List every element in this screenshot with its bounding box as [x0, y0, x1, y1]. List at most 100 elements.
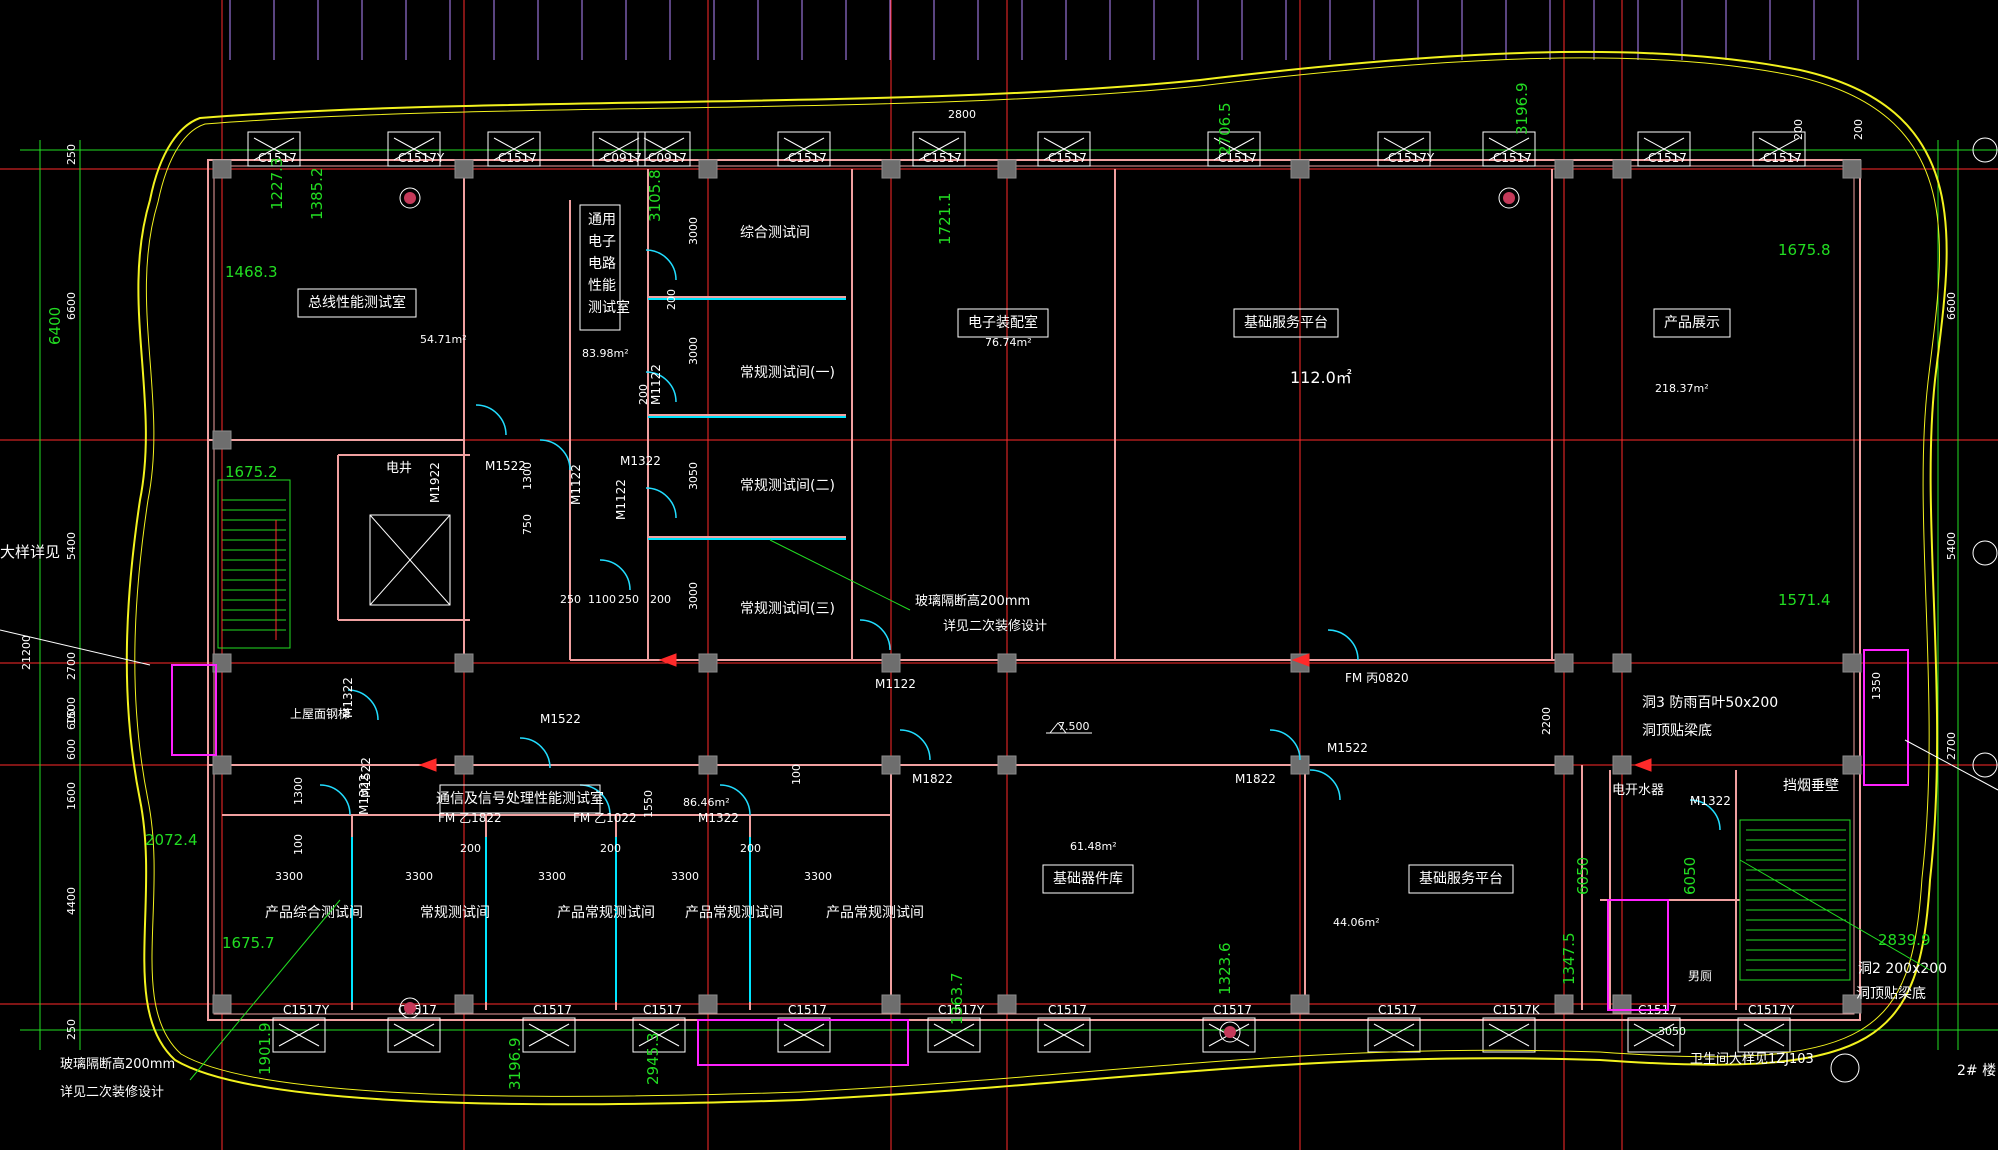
door-swing	[645, 249, 677, 281]
room-name: 总线性能测试室	[308, 294, 406, 311]
window-cross	[933, 1023, 975, 1047]
dimension-green: 1675.8	[1778, 241, 1831, 259]
dimension-white: 200	[1792, 119, 1805, 140]
room-name: 通信及信号处理性能测试室	[436, 790, 604, 807]
window-label: C1517	[788, 151, 827, 165]
room-area: 83.98m²	[582, 347, 629, 360]
dimension-green: 1721.1	[936, 193, 954, 246]
window	[1037, 1017, 1091, 1053]
dimension-white: 1100	[588, 593, 616, 606]
column	[881, 755, 901, 775]
dimension-green: 6050	[1574, 857, 1592, 895]
window-cross	[1758, 137, 1800, 161]
dimension-white: 1500	[65, 697, 78, 725]
toilet-fixtures	[1607, 899, 1669, 1011]
window-label: C1517	[643, 1003, 682, 1017]
window-label: C1517	[1048, 151, 1087, 165]
dimension-green: 6050	[1681, 857, 1699, 895]
column	[1554, 159, 1574, 179]
smoke-wall-label: 挡烟垂壁	[1783, 778, 1839, 794]
dimension-white: 3000	[687, 337, 700, 365]
window	[1202, 1017, 1256, 1053]
glass-note: 玻璃隔断高200mm	[60, 1056, 175, 1072]
window-cross	[1488, 1023, 1530, 1047]
window	[522, 1017, 576, 1053]
room-name: 产品常规测试间	[826, 905, 924, 921]
column	[1554, 994, 1574, 1014]
room-name-box	[1653, 308, 1731, 338]
dimension-white: 6600	[1945, 292, 1958, 320]
room-name: 产品常规测试间	[685, 905, 783, 921]
column	[997, 755, 1017, 775]
window-label: C1517	[533, 1003, 572, 1017]
window-label: C1517K	[1493, 1003, 1541, 1017]
window-cross	[1743, 1023, 1785, 1047]
building-outline	[125, 50, 1948, 1106]
window-cross	[783, 1023, 825, 1047]
balcony-planter	[697, 1019, 909, 1066]
window-label: C1517	[923, 151, 962, 165]
window-cross	[528, 1023, 570, 1047]
door-label: M1322	[1690, 794, 1731, 808]
window	[1737, 1017, 1791, 1053]
dimension-white: 3050	[687, 462, 700, 490]
red-arrow-marker	[1291, 653, 1310, 667]
window	[1377, 131, 1431, 167]
dimension-green: 2072.4	[145, 831, 198, 849]
window-cross	[1383, 137, 1425, 161]
dimension-green: 1347.5	[1560, 933, 1578, 986]
door-swing	[347, 689, 379, 721]
level-mark	[1048, 722, 1068, 734]
window-cross	[253, 137, 295, 161]
room-name: 产品常规测试间	[557, 905, 655, 921]
circle-marker	[1219, 1021, 1241, 1043]
column	[698, 755, 718, 775]
door-label: M1122	[569, 464, 583, 505]
window-cross	[493, 137, 535, 161]
window	[1482, 1017, 1536, 1053]
room-name-box	[1408, 864, 1514, 894]
window-cross	[1643, 137, 1685, 161]
column	[1612, 159, 1632, 179]
column	[698, 653, 718, 673]
dimension-green: 1675.2	[225, 463, 278, 481]
room-area: 218.37m²	[1655, 382, 1709, 395]
dimension-green: 1323.6	[1216, 943, 1234, 996]
door-swing	[645, 487, 677, 519]
door-label: M1822	[1235, 772, 1276, 786]
leader-line	[1739, 859, 1931, 971]
window-label: C0917	[648, 151, 687, 165]
leader-line	[0, 629, 151, 666]
window-label: C1517Y	[398, 151, 445, 165]
window	[487, 131, 541, 167]
door-label: M1122	[649, 364, 663, 405]
window-label: C1517	[1648, 151, 1687, 165]
dimension-white: 2700	[1945, 732, 1958, 760]
men-wc-label: 男厕	[1688, 969, 1712, 983]
roof-ladder-label: 上屋面钢梯	[290, 707, 350, 721]
door-swing	[539, 439, 571, 471]
axis-bubble	[1972, 540, 1998, 566]
circle-marker-fill	[404, 192, 416, 204]
dimension-white: 250	[618, 593, 639, 606]
room-name: 常规测试间(二)	[740, 478, 835, 494]
column	[212, 653, 232, 673]
outer-wall	[207, 159, 1861, 1021]
column	[1612, 653, 1632, 673]
window-cross	[1043, 137, 1085, 161]
dimension-white: 21200	[20, 635, 33, 670]
column	[881, 994, 901, 1014]
dimension-white: 2800	[948, 108, 976, 121]
window-label: C0917	[603, 151, 642, 165]
window	[1037, 131, 1091, 167]
dimension-white: 1550	[642, 790, 655, 818]
window-cross	[638, 1023, 680, 1047]
window-cross	[783, 137, 825, 161]
dimension-white: 1350	[1870, 672, 1883, 700]
door-label: M1322	[341, 677, 355, 718]
room-name: 电子	[588, 234, 616, 250]
leader-line	[189, 899, 341, 1081]
room-area: 61.48m²	[1070, 840, 1117, 853]
